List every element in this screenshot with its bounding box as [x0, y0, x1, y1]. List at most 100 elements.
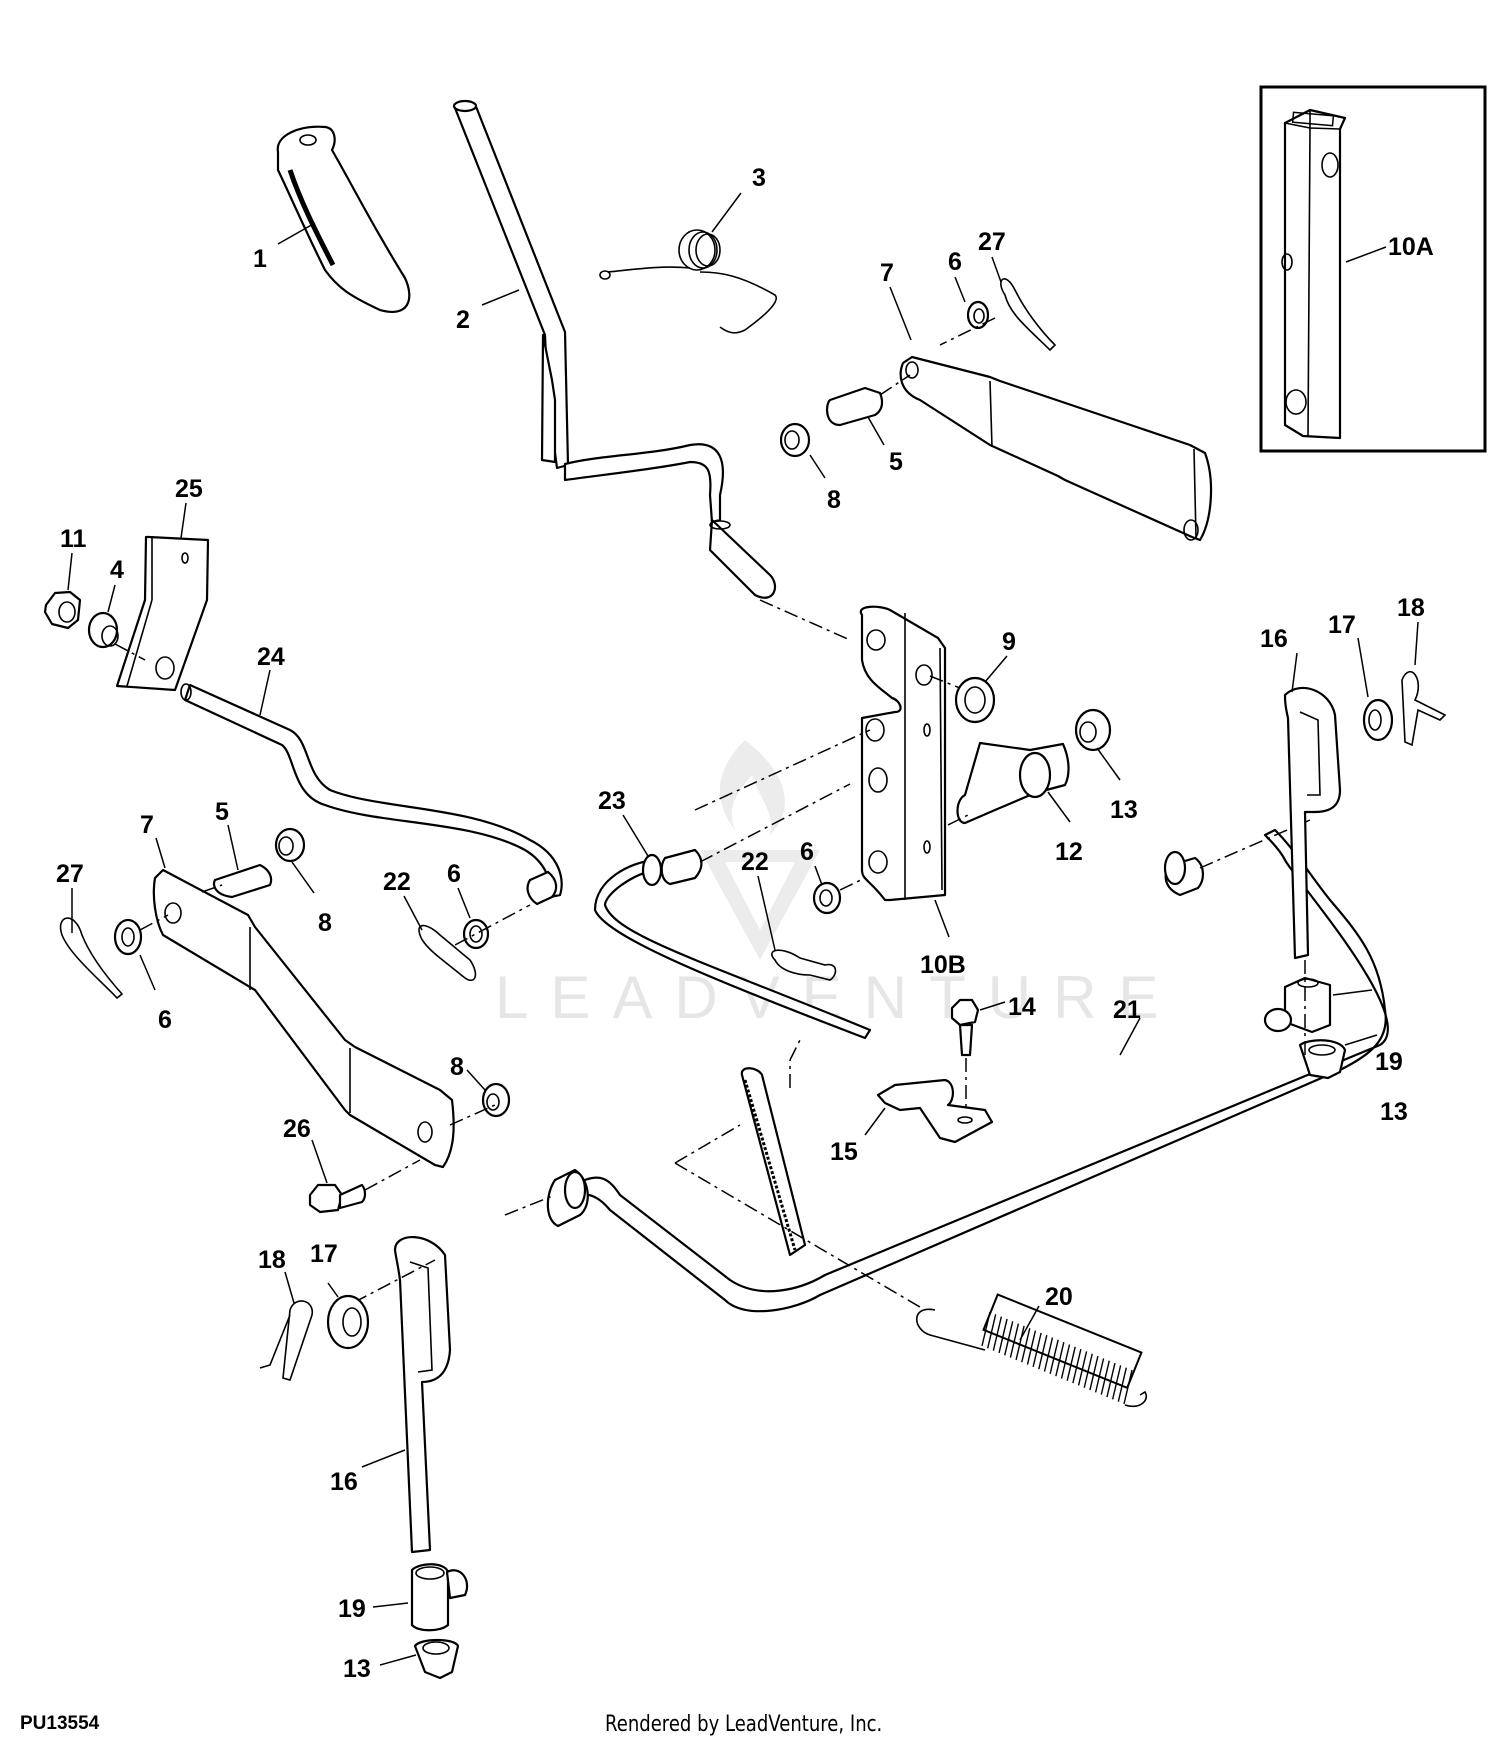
callout-24: 24 [257, 643, 285, 671]
torsion-spring [599, 229, 777, 334]
callout-1: 1 [253, 245, 267, 273]
spring-coil [1055, 1341, 1065, 1377]
spring-coil [1083, 1353, 1093, 1388]
washer [1362, 698, 1394, 742]
spring-coil [1100, 1360, 1110, 1395]
callout-16: 16 [1260, 625, 1288, 653]
callout-15: 15 [830, 1138, 858, 1166]
washer [462, 918, 490, 950]
callout-labels: 1 2 3 7 6 27 5 8 25 11 4 24 9 16 17 18 2… [56, 164, 1425, 1683]
callout-26: 26 [283, 1115, 311, 1143]
spring-pin [1401, 671, 1447, 747]
clamp [876, 1078, 994, 1144]
callout-13: 13 [343, 1655, 371, 1683]
inset-10a: 10A [1259, 85, 1487, 453]
callout-22: 22 [741, 848, 769, 876]
bracket [115, 535, 210, 692]
callout-10b: 10B [920, 951, 966, 979]
callout-16: 16 [330, 1468, 358, 1496]
callout-21: 21 [1113, 996, 1141, 1024]
nut [43, 590, 82, 630]
pin [825, 386, 884, 427]
spring-coil [1049, 1339, 1059, 1375]
callout-11: 11 [60, 525, 87, 553]
spring-coil [1072, 1348, 1082, 1384]
lift-arm [740, 1067, 807, 1257]
callout-8: 8 [318, 909, 332, 937]
spring-coil [1004, 1321, 1014, 1356]
shaft [956, 741, 1070, 825]
callout-4: 4 [110, 556, 124, 584]
spring-coil [986, 1314, 997, 1349]
spring-coil [1094, 1358, 1105, 1393]
spring-coil [1123, 1369, 1133, 1405]
callout-19: 19 [338, 1595, 366, 1623]
lift-link-rod-left [393, 1236, 452, 1554]
flange-nut [1074, 708, 1112, 752]
washer [812, 881, 842, 915]
spring-coil [1015, 1325, 1025, 1361]
figure-id: PU13554 [20, 1713, 100, 1734]
spring-coil [1026, 1330, 1037, 1365]
spring-coil [1106, 1362, 1116, 1398]
spring-pin [259, 1300, 313, 1381]
callout-10a: 10A [1388, 233, 1434, 261]
spring-pin [771, 949, 837, 981]
square-tube [1283, 108, 1347, 440]
screw [308, 1183, 344, 1214]
watermark: LEADVENTURE [495, 740, 1158, 1031]
callout-12: 12 [1055, 838, 1083, 866]
callout-7: 7 [880, 259, 894, 287]
callout-8: 8 [450, 1053, 464, 1081]
callout-18: 18 [258, 1246, 286, 1274]
callout-8: 8 [827, 486, 841, 514]
callout-13: 13 [1380, 1098, 1408, 1126]
spring-coil [1077, 1351, 1088, 1386]
callout-6: 6 [158, 1006, 172, 1034]
spring-coil [1117, 1367, 1128, 1402]
lift-shaft [573, 828, 1389, 1313]
washer [954, 676, 996, 724]
bushing [274, 827, 306, 863]
callout-20: 20 [1045, 1283, 1073, 1311]
spring-coil [992, 1316, 1003, 1351]
callout-3: 3 [752, 164, 766, 192]
callout-5: 5 [215, 798, 229, 826]
callout-27: 27 [56, 860, 84, 888]
washer [113, 918, 143, 956]
callout-9: 9 [1002, 628, 1016, 656]
spring-pin [59, 917, 124, 1000]
spring-pin [418, 924, 477, 982]
spring-coil [1009, 1323, 1020, 1358]
callout-17: 17 [1328, 611, 1356, 639]
callout-6: 6 [800, 838, 814, 866]
rod [183, 683, 563, 899]
callout-19: 19 [1375, 1048, 1403, 1076]
watermark-v-icon [700, 850, 820, 960]
rod [593, 858, 872, 1040]
watermark-flame-icon [719, 740, 785, 835]
spring-coil [998, 1318, 1008, 1354]
callout-7: 7 [140, 811, 154, 839]
spring-coil [981, 1311, 991, 1347]
extension-spring [916, 1293, 1147, 1408]
callout-22: 22 [383, 868, 411, 896]
spring-coil [1043, 1337, 1054, 1372]
callout-17: 17 [310, 1240, 338, 1268]
spring-coil [1111, 1365, 1122, 1400]
callout-14: 14 [1008, 993, 1036, 1021]
screw [950, 998, 980, 1027]
spring-coil [1032, 1332, 1042, 1368]
spring-coil [1021, 1328, 1031, 1363]
callout-18: 18 [1397, 594, 1425, 622]
pin [212, 863, 273, 899]
lift-link-right [899, 355, 1213, 542]
flange-nut [1298, 1039, 1347, 1080]
swivel [410, 1563, 450, 1632]
washer [326, 1294, 370, 1350]
washer [966, 300, 990, 330]
lift-link-left [152, 868, 455, 1169]
lift-bracket [859, 605, 947, 902]
spring-pin [1000, 278, 1057, 352]
